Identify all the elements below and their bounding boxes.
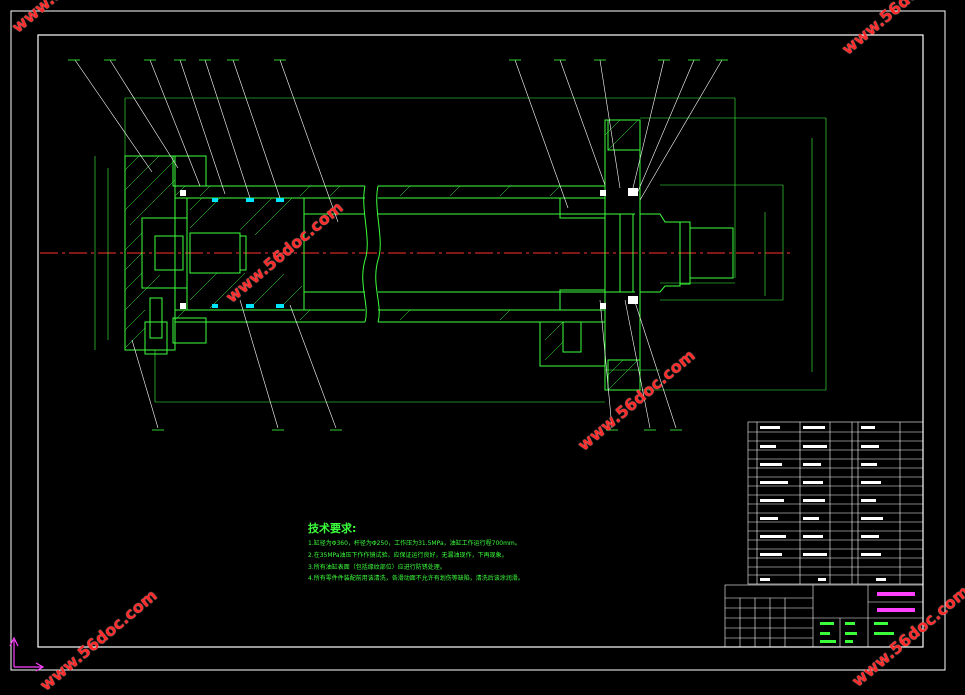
title-block-text-marks bbox=[877, 592, 915, 612]
cylinder-section bbox=[124, 119, 734, 391]
title-block bbox=[724, 584, 924, 648]
parts-list bbox=[747, 421, 924, 585]
bolts bbox=[180, 188, 638, 309]
seals bbox=[212, 198, 284, 308]
dimension-lines bbox=[94, 97, 827, 403]
tech-requirement-line-3: 3.所有油缸表面（包括缘纹部位）应进行防锈处理。 bbox=[308, 564, 446, 571]
tech-requirement-line-1: 1.缸径为Φ360，杆径为Φ250，工作压为31.5MPa，油缸工作运行程700… bbox=[308, 540, 521, 547]
leader-lines bbox=[74, 59, 723, 429]
drawing-frame bbox=[37, 34, 924, 648]
section-hatching bbox=[124, 119, 639, 391]
parts-list-entries bbox=[760, 426, 886, 581]
tech-requirement-line-4: 4.所有零件件装配前用该清洗，各滑动面不允许有划伤等缺陷，清洗后该涂润滑。 bbox=[308, 575, 524, 582]
ucs-axis-icon bbox=[9, 636, 45, 672]
tech-requirements-title: 技术要求: bbox=[308, 522, 357, 535]
tech-requirement-line-2: 2.在35MPa油压下作作镜试验，应保证运行良好，无漏油现作，下再现象。 bbox=[308, 552, 508, 559]
leader-shelves bbox=[68, 59, 728, 431]
sheet-border bbox=[10, 10, 946, 671]
title-block-marks bbox=[820, 622, 894, 643]
